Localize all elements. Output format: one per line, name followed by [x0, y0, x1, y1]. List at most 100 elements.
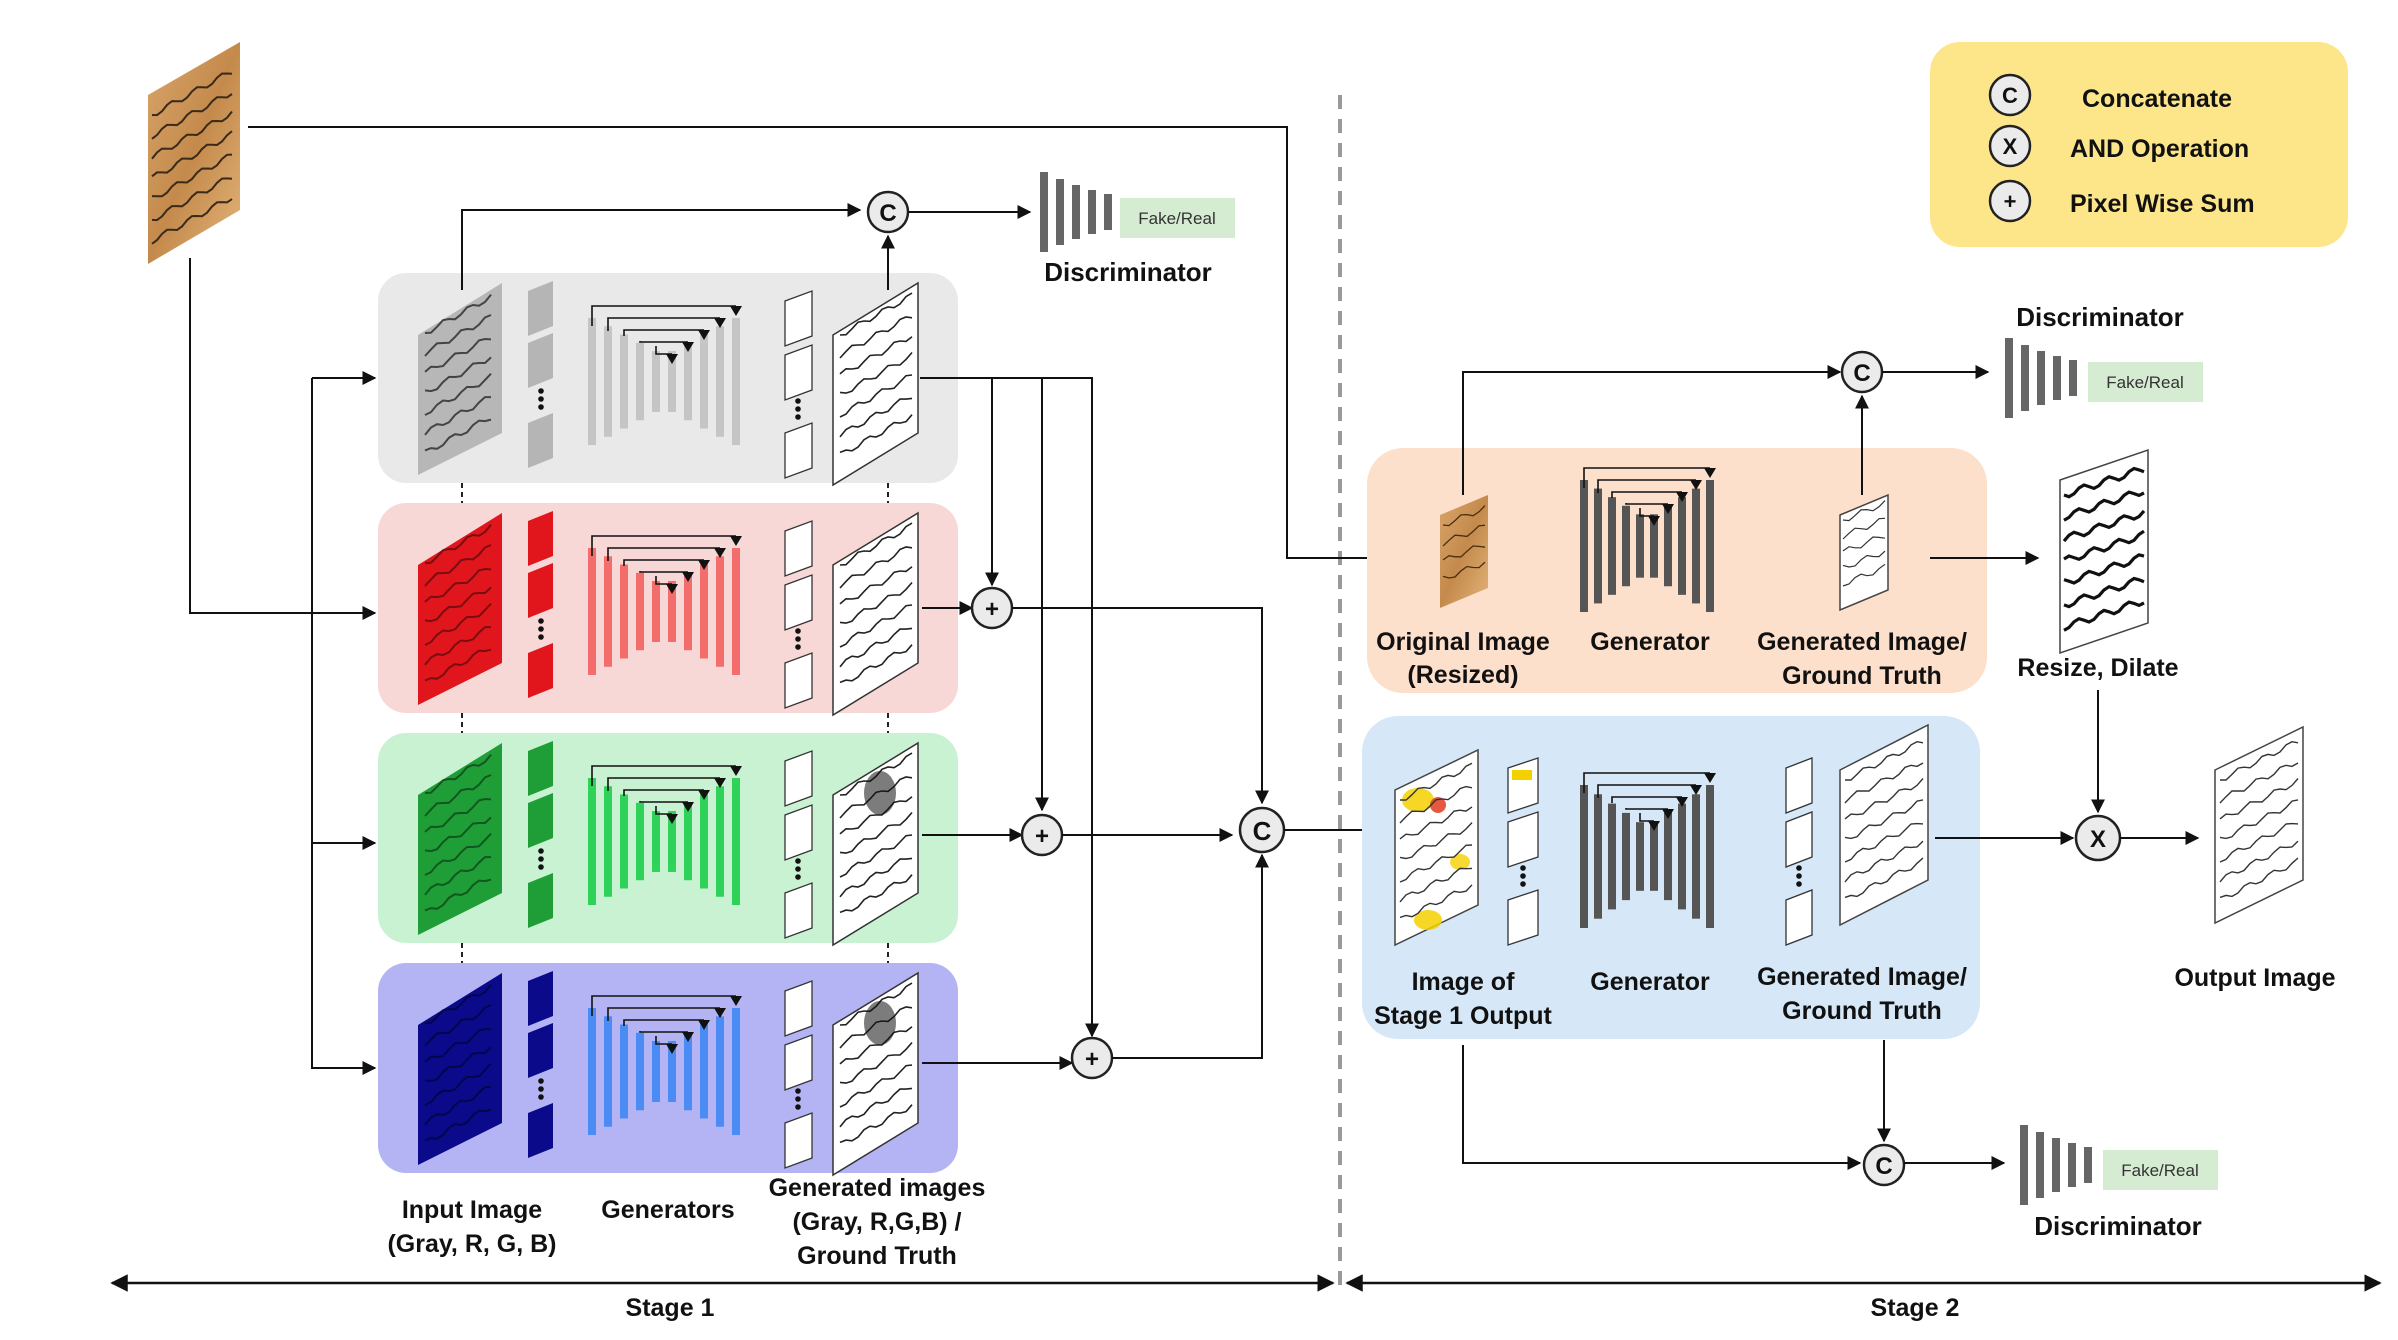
- generator-layer: [1706, 785, 1714, 928]
- stage2-discriminator-top: [2005, 338, 2077, 418]
- parchment-handwriting: [151, 93, 233, 140]
- skip-connection: [623, 1019, 704, 1026]
- noise-blob: [864, 771, 896, 815]
- handwriting-stroke: [424, 418, 492, 452]
- skip-arrowhead: [698, 790, 710, 800]
- handwriting-stroke: [839, 1064, 913, 1108]
- generator-layer: [716, 1016, 724, 1127]
- handwriting-stroke: [1844, 778, 1924, 820]
- input-patch: [528, 873, 553, 928]
- input-channel-image: [418, 283, 502, 475]
- handwriting-stroke: [1399, 867, 1473, 903]
- handwriting-stroke: [839, 1087, 913, 1128]
- generator-layer: [684, 342, 692, 421]
- generator-layer: [668, 581, 676, 642]
- input-patch: [528, 643, 553, 698]
- handwriting-stroke: [424, 833, 492, 876]
- ellipsis-dot: [538, 848, 544, 854]
- generator-layer: [716, 326, 724, 437]
- generated-image: [832, 971, 919, 1177]
- skip-arrowhead: [1676, 492, 1688, 502]
- discriminator-layer: [1072, 185, 1080, 239]
- generator-layer: [1636, 822, 1644, 891]
- handwriting-stroke: [1842, 500, 1886, 522]
- generator-layer: [636, 1032, 644, 1111]
- lane-green-content: [418, 741, 919, 947]
- ellipsis-dot: [538, 618, 544, 624]
- input-patch: [528, 741, 553, 796]
- output-patch: [784, 520, 813, 577]
- handwriting-stroke: [424, 586, 492, 623]
- skip-connection: [623, 329, 704, 336]
- handwriting-stroke: [1844, 857, 1924, 899]
- handwriting-stroke: [424, 797, 492, 833]
- handwriting-stroke: [839, 811, 913, 854]
- legend-and-label: AND Operation: [2070, 135, 2249, 163]
- handwriting-stroke: [839, 522, 913, 566]
- highlight-mark: [1512, 770, 1532, 780]
- ellipsis-dot: [795, 874, 801, 880]
- ellipsis-dot: [1520, 865, 1526, 871]
- fake-real-box-stage1: [1120, 198, 1235, 238]
- dilated-stroke: [2063, 576, 2145, 609]
- dilated-stroke: [2063, 600, 2145, 632]
- legend-concat-symbol: C: [2002, 83, 2018, 108]
- handwriting-stroke: [839, 581, 913, 624]
- generator-bottom-caption: Generator: [1590, 968, 1710, 996]
- generator-layer: [1678, 497, 1686, 595]
- handwriting-stroke: [839, 397, 913, 438]
- discriminator-layer: [2020, 1125, 2028, 1205]
- dilated-stroke: [2063, 553, 2145, 585]
- handwriting-stroke: [424, 293, 492, 334]
- stage2-lane-top: [1367, 448, 1987, 693]
- handwriting-stroke: [424, 523, 492, 564]
- generator-layer: [1664, 505, 1672, 587]
- generator-layer: [652, 811, 660, 872]
- generator-layer: [1650, 514, 1658, 578]
- discriminator-layer: [1104, 194, 1112, 230]
- noise-blob: [864, 1001, 896, 1045]
- discriminator-layer: [1056, 179, 1064, 245]
- parchment-handwriting: [151, 130, 233, 178]
- output-image: [2214, 725, 2304, 925]
- skip-connection: [639, 341, 688, 343]
- ellipsis-dot: [795, 414, 801, 420]
- input-caption-2: (Gray, R, G, B): [387, 1230, 556, 1258]
- svg-text:C: C: [1875, 1153, 1892, 1180]
- handwriting-stroke: [424, 1063, 492, 1106]
- generator-layer: [620, 334, 628, 429]
- gen-image-top-caption-1: Generated Image/: [1757, 628, 1967, 656]
- output-patch: [1507, 811, 1539, 868]
- generator-layer: [620, 1024, 628, 1119]
- output-patch: [784, 290, 813, 347]
- svg-text:+: +: [1085, 1046, 1099, 1073]
- handwriting-stroke: [2219, 857, 2299, 899]
- handwriting-stroke: [424, 878, 492, 912]
- stage2-discriminator-bottom-label: Discriminator: [2034, 1211, 2202, 1241]
- handwriting-stroke: [839, 351, 913, 394]
- output-patch: [784, 1034, 813, 1091]
- ellipsis-dot: [1796, 873, 1802, 879]
- ellipsis-dot: [795, 866, 801, 872]
- ellipsis-dot: [1796, 865, 1802, 871]
- dilated-stroke: [2062, 509, 2146, 543]
- generator-layer: [1594, 488, 1602, 604]
- orig-caption-2: (Resized): [1407, 661, 1518, 689]
- skip-connection: [1611, 796, 1682, 803]
- input-patch: [528, 1023, 553, 1078]
- input-patch: [528, 563, 553, 618]
- handwriting-stroke: [1842, 536, 1886, 552]
- skip-arrowhead: [682, 802, 694, 812]
- handwriting-stroke: [839, 1041, 913, 1084]
- generator-layer: [620, 794, 628, 889]
- svg-text:+: +: [985, 596, 999, 623]
- skip-connection: [591, 765, 736, 786]
- output-patch: [784, 882, 813, 939]
- generated-image: [832, 741, 919, 947]
- stage1-output-patches: [1507, 757, 1539, 946]
- parchment-handwriting: [151, 72, 233, 117]
- ellipsis-dot: [795, 636, 801, 642]
- handwriting-stroke: [839, 1026, 913, 1065]
- sum-op-blue: +: [1070, 1036, 1114, 1080]
- skip-connection: [1583, 772, 1710, 793]
